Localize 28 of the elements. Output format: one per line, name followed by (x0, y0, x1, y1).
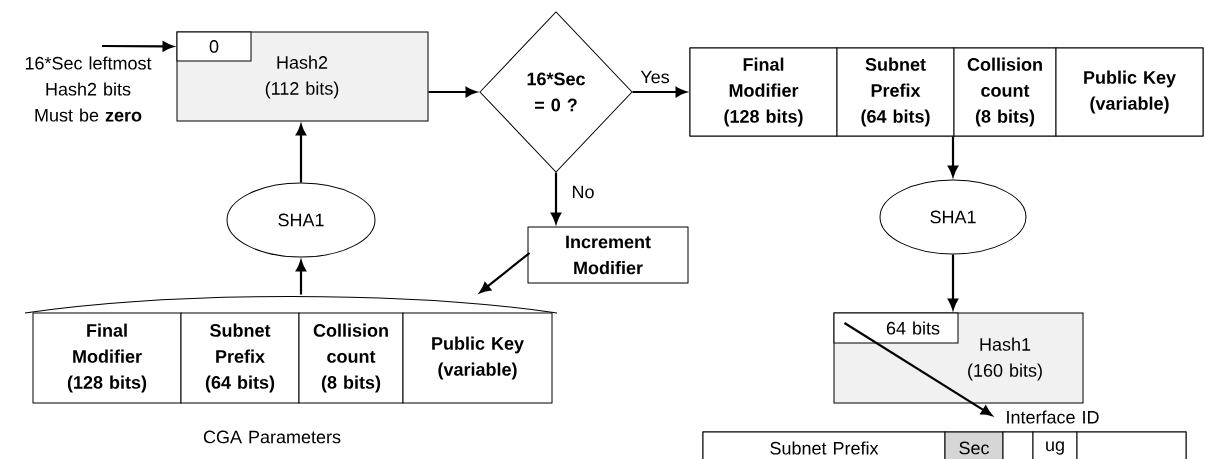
arrow (550, 172, 562, 224)
arrow (947, 136, 959, 177)
arrow (632, 86, 687, 98)
field-cell: Collision count (8 bits) (953, 47, 1057, 137)
arrow (947, 254, 959, 310)
process-box: Increment Modifier (527, 226, 689, 284)
field-cell: Public Key (variable) (402, 312, 553, 404)
field-cell: Public Key (variable) (1055, 47, 1204, 137)
output-label: Interface ID (1007, 410, 1099, 424)
edge-label: Yes (640, 70, 670, 84)
field-cell: Subnet Prefix (64 bits) (180, 312, 300, 404)
note-text: 16*Sec leftmost Hash2 bits Must be zero (25, 56, 152, 122)
field-cell: Final Modifier (128 bits) (32, 312, 182, 404)
arrow (295, 124, 307, 183)
field-cell: Collision count (8 bits) (298, 312, 404, 404)
field-cell: ug (1032, 431, 1078, 459)
field-cell (1002, 431, 1034, 459)
field-box: 0 (176, 31, 252, 62)
field-cell: Final Modifier (128 bits) (689, 47, 838, 137)
edge-label: No (573, 185, 594, 199)
field-cell: Sec (944, 431, 1004, 459)
field-cell: Subnet Prefix (64 bits) (836, 47, 955, 137)
arrow (479, 252, 531, 294)
arrow (428, 86, 477, 98)
field-box: 64 bits (833, 312, 959, 344)
arrow (843, 322, 993, 416)
arrow (295, 260, 307, 295)
field-cell: Subnet Prefix (702, 431, 946, 459)
